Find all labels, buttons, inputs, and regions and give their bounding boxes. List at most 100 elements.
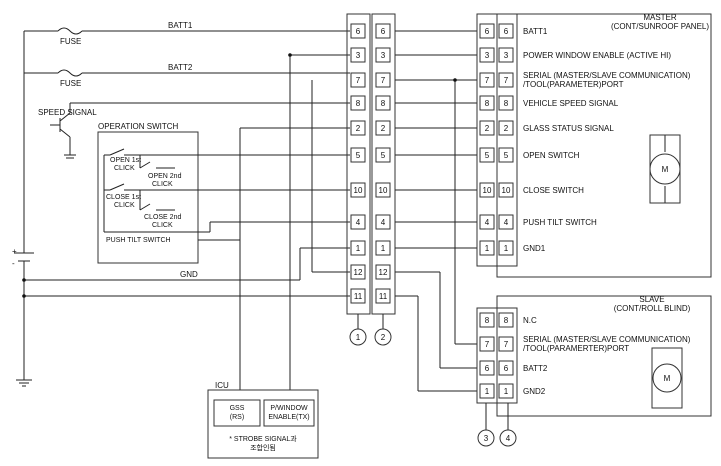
connector-1-pin-4: 4	[350, 214, 366, 230]
master-label-pin-7-line2: /TOOL(PARAMETER)PORT	[523, 80, 624, 89]
connector-2-pin-4-number: 4	[381, 218, 386, 227]
master-pin-b-10: 10	[498, 182, 514, 198]
master-pin-b-7-number: 7	[504, 76, 509, 85]
slave-pin-a-7: 7	[479, 336, 495, 352]
master-pin-a-3-number: 3	[485, 51, 490, 60]
gnd-wire-label: GND	[180, 270, 198, 279]
connector-1-pin-2-number: 2	[356, 124, 361, 133]
master-pin-a-6: 6	[479, 23, 495, 39]
master-pin-b-7: 7	[498, 72, 514, 88]
icu-gss-line2: (RS)	[230, 414, 244, 421]
fuse-batt2: FUSE	[60, 79, 81, 88]
connector-2-pin-10: 10	[375, 182, 391, 198]
operation-switch-title: OPERATION SWITCH	[98, 122, 179, 131]
master-subtitle: (CONT/SUNROOF PANEL)	[611, 22, 709, 31]
master-pin-b-4-number: 4	[504, 218, 509, 227]
slave-motor: M	[651, 347, 683, 409]
slave-subtitle: (CONT/ROLL BLIND)	[614, 304, 691, 313]
slave-pin-a-1-number: 1	[485, 387, 490, 396]
master-pin-a-7-number: 7	[485, 76, 490, 85]
master-pin-a-4-number: 4	[485, 218, 490, 227]
slave-pin-a-6: 6	[479, 360, 495, 376]
master-pin-b-5: 5	[498, 147, 514, 163]
icu-note-line2: 조합인됨	[250, 443, 276, 452]
master-pin-a-2: 2	[479, 120, 495, 136]
master-pin-b-6-number: 6	[504, 27, 509, 36]
connector-2-pin-12-number: 12	[379, 268, 388, 277]
master-pin-a-7: 7	[479, 72, 495, 88]
connector-2-pin-8: 8	[375, 95, 391, 111]
icu-title: ICU	[215, 381, 229, 390]
icu-pwin-line2: ENABLE(TX)	[268, 414, 309, 421]
master-pin-b-1: 1	[498, 240, 514, 256]
master-label-pin-6: BATT1	[523, 27, 548, 36]
slave-label-pin-8: N.C	[523, 316, 537, 325]
master-pin-b-1-number: 1	[504, 244, 509, 253]
connector-1-pin-1-number: 1	[356, 244, 361, 253]
master-pin-a-5: 5	[479, 147, 495, 163]
connector-id-2: 2	[374, 314, 392, 346]
slave-pin-b-6-number: 6	[504, 364, 509, 373]
connector-2-pin-7: 7	[375, 72, 391, 88]
connector-2-pin-3-number: 3	[381, 51, 386, 60]
open-2nd-line2: CLICK	[152, 181, 173, 188]
master-pin-b-5-number: 5	[504, 151, 509, 160]
connector-1-pin-7-number: 7	[356, 76, 361, 85]
connector-2-pin-10-number: 10	[379, 186, 388, 195]
connector-1-pin-11: 11	[350, 288, 366, 304]
master-pin-b-3-number: 3	[504, 51, 509, 60]
master-pin-b-4: 4	[498, 214, 514, 230]
slave-pin-b-7-number: 7	[504, 340, 509, 349]
master-label-pin-8: VEHICLE SPEED SIGNAL	[523, 99, 619, 108]
master-pin-a-8-number: 8	[485, 99, 490, 108]
master-pin-a-10-number: 10	[483, 186, 492, 195]
fuse-batt1: FUSE	[60, 37, 81, 46]
connector-id-3: 3	[477, 429, 495, 447]
batt2-wire-label: BATT2	[168, 63, 193, 72]
connector-2-pin-7-number: 7	[381, 76, 386, 85]
slave-motor-label: M	[664, 374, 671, 383]
connector-1-pin-8-number: 8	[356, 99, 361, 108]
master-label-pin-7-line1: SERIAL (MASTER/SLAVE COMMUNICATION)	[523, 71, 691, 80]
master-pin-b-8: 8	[498, 95, 514, 111]
connector-1-pin-8: 8	[350, 95, 366, 111]
master-pin-a-1-number: 1	[485, 244, 490, 253]
connector-1-pin-12-number: 12	[354, 268, 363, 277]
connector-1-pin-11-number: 11	[354, 292, 363, 301]
speed-signal-label: SPEED SIGNAL	[38, 108, 97, 117]
master-pin-a-6-number: 6	[485, 27, 490, 36]
slave-label-pin-6: BATT2	[523, 364, 548, 373]
master-pin-a-1: 1	[479, 240, 495, 256]
master-pin-a-10: 10	[479, 182, 495, 198]
master-motor-label: M	[662, 165, 669, 174]
open-2nd-line1: OPEN 2nd	[148, 173, 182, 180]
connector-to-module-wiring	[395, 30, 477, 392]
master-pin-a-3: 3	[479, 47, 495, 63]
connector-id-4: 4	[499, 429, 517, 447]
speed-signal-transistor	[50, 102, 350, 159]
master-pin-b-10-number: 10	[502, 186, 511, 195]
connector-id-4-label: 4	[506, 434, 511, 443]
connector-id-2-label: 2	[381, 333, 386, 342]
fuse-label-1: FUSE	[60, 37, 81, 46]
master-label-pin-4: PUSH TILT SWITCH	[523, 218, 597, 227]
icu-note-line1: * STROBE SIGNAL과	[229, 434, 297, 443]
slave-pin-b-6: 6	[498, 360, 514, 376]
master-pin-a-5-number: 5	[485, 151, 490, 160]
master-label-pin-1: GND1	[523, 244, 546, 253]
master-pin-b-6: 6	[498, 23, 514, 39]
connector-id-1: 1	[349, 314, 367, 346]
open-1st-line1: OPEN 1st	[110, 157, 141, 164]
slave-title: SLAVE	[639, 295, 664, 304]
connector-1-pin-3: 3	[350, 47, 366, 63]
master-motor: M	[649, 134, 681, 204]
close-1st-line1: CLOSE 1st	[106, 194, 141, 201]
connector-2-pin-8-number: 8	[381, 99, 386, 108]
batt1-wire-label: BATT1	[168, 21, 193, 30]
connector-1-pin-5-number: 5	[356, 151, 361, 160]
connector-2-pin-12: 12	[375, 264, 391, 280]
connector-2-pin-6-number: 6	[381, 27, 386, 36]
close-1st-line2: CLICK	[114, 202, 135, 209]
